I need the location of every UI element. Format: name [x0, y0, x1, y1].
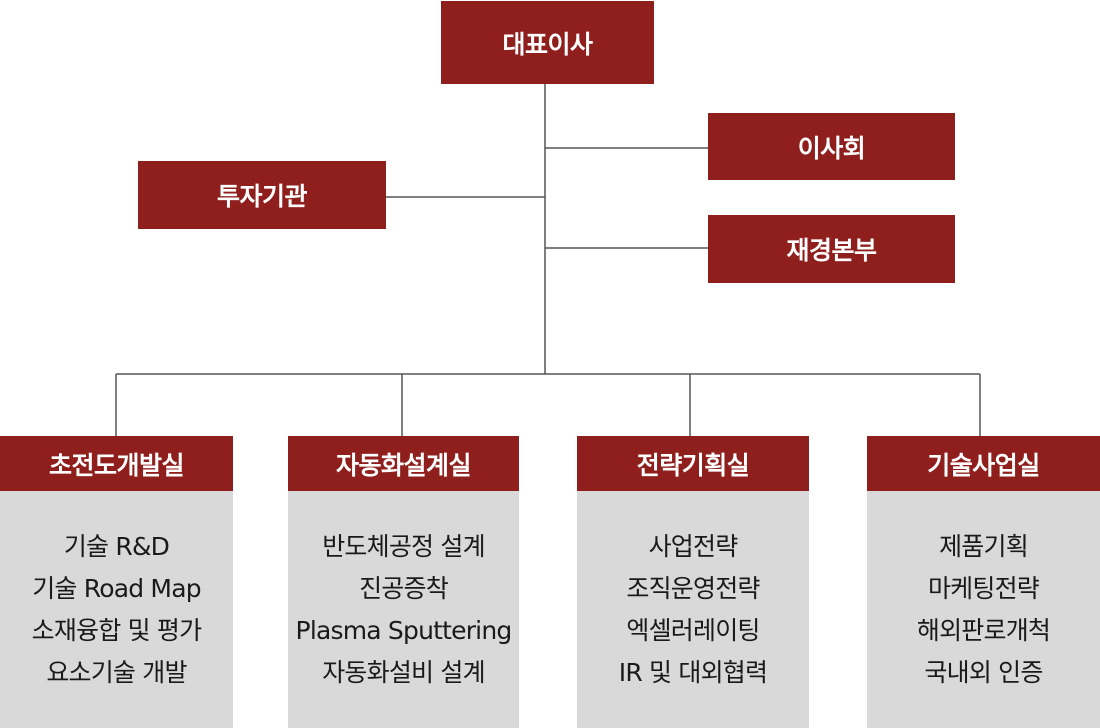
dept-body-business: 제품기획 마케팅전략 해외판로개척 국내외 인증	[867, 491, 1100, 728]
dept-body-automation: 반도체공정 설계 진공증착 Plasma Sputtering 자동화설비 설계	[288, 491, 519, 728]
dept-item: 자동화설비 설계	[322, 657, 485, 687]
dept-item: 기술 R&D	[63, 531, 170, 561]
dept-item: IR 및 대외협력	[618, 657, 768, 687]
dept-item: 국내외 인증	[924, 657, 1043, 687]
dept-head-superconductor[interactable]: 초전도개발실	[0, 436, 233, 491]
finance-label: 재경본부	[786, 236, 877, 265]
dept-item: 제품기획	[939, 531, 1029, 561]
finance-box[interactable]: 재경본부	[708, 215, 955, 283]
board-label: 이사회	[797, 133, 866, 163]
dept-title: 자동화설계실	[335, 450, 472, 480]
dept-item: 기술 Road Map	[32, 573, 201, 603]
dept-title: 기술사업실	[927, 450, 1040, 480]
dept-item: 진공증착	[359, 573, 449, 603]
dept-body-strategy: 사업전략 조직운영전략 엑셀러레이팅 IR 및 대외협력	[577, 491, 809, 728]
dept-item: 사업전략	[648, 531, 739, 561]
dept-item: Plasma Sputtering	[295, 615, 513, 645]
dept-item: 마케팅전략	[927, 573, 1040, 603]
dept-title: 초전도개발실	[48, 450, 185, 480]
dept-item: 엑셀러레이팅	[626, 615, 760, 645]
dept-item: 요소기술 개발	[46, 657, 187, 687]
dept-item: 반도체공정 설계	[322, 531, 485, 561]
dept-head-automation[interactable]: 자동화설계실	[288, 436, 519, 491]
board-box[interactable]: 이사회	[708, 113, 955, 180]
dept-head-strategy[interactable]: 전략기획실	[577, 436, 809, 491]
dept-item: 해외판로개척	[916, 615, 1051, 645]
investor-label: 투자기관	[216, 182, 308, 211]
ceo-box[interactable]: 대표이사	[441, 1, 654, 84]
dept-item: 조직운영전략	[626, 573, 760, 603]
dept-item: 소재융합 및 평가	[31, 615, 203, 645]
ceo-label: 대표이사	[502, 29, 593, 59]
dept-head-business[interactable]: 기술사업실	[867, 436, 1100, 491]
investor-box[interactable]: 투자기관	[138, 161, 386, 229]
dept-title: 전략기획실	[636, 450, 750, 480]
dept-body-superconductor: 기술 R&D 기술 Road Map 소재융합 및 평가 요소기술 개발	[0, 491, 233, 728]
